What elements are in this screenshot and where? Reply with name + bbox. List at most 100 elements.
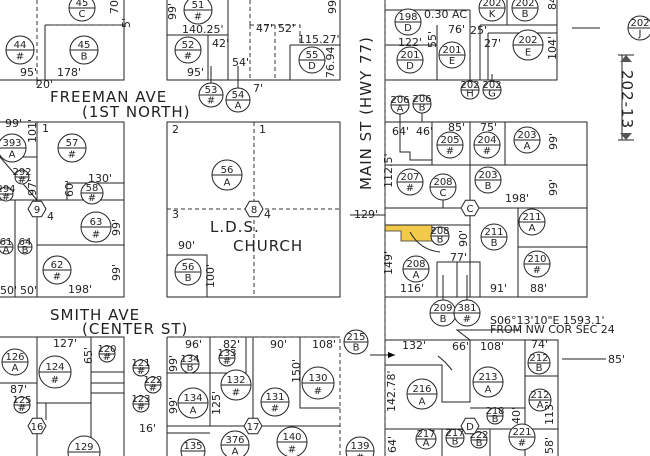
parcel-140[interactable]: 140# <box>276 426 308 456</box>
parcel-54-a[interactable]: 54A <box>225 87 251 113</box>
parcel-221[interactable]: 221# <box>508 423 536 451</box>
parcel-61-a[interactable]: 61A <box>0 237 14 256</box>
parcel-130[interactable]: 130# <box>301 366 335 400</box>
parcel-sub: # <box>463 314 471 325</box>
dimension-label: 27' <box>484 37 501 50</box>
parcel-number: 198 <box>398 12 417 23</box>
parcel-124[interactable]: 124# <box>38 355 72 389</box>
dimension-label: 88' <box>530 282 547 295</box>
dimension-label: 108' <box>312 338 336 351</box>
parcel-207[interactable]: 207# <box>396 168 424 196</box>
parcel-sub: # <box>223 356 231 367</box>
parcel-133[interactable]: 133# <box>217 348 236 367</box>
parcel-63[interactable]: 63# <box>80 211 112 243</box>
parcel-55-d[interactable]: 55D <box>298 46 326 74</box>
acreage-label: 0.30 AC <box>424 8 467 21</box>
parcel-204[interactable]: 204# <box>473 131 501 159</box>
parcel-number: 206 <box>412 94 431 105</box>
parcel-sub: # <box>232 387 240 398</box>
parcel-45-b[interactable]: 45B <box>69 35 99 65</box>
parcel-45-c[interactable]: 45C <box>68 0 96 22</box>
parcel-131[interactable]: 131# <box>260 387 290 417</box>
parcel-125[interactable]: 125# <box>12 395 31 414</box>
parcel-sub: B <box>491 238 498 249</box>
parcel-53[interactable]: 53# <box>198 82 224 108</box>
parcel-120[interactable]: 120# <box>97 344 116 363</box>
parcel-56-b[interactable]: 56B <box>174 258 202 286</box>
parcel-294[interactable]: 294# <box>0 184 16 203</box>
street-freeman-alt: (1ST NORTH) <box>82 103 191 121</box>
parcel-44[interactable]: 44# <box>5 35 35 65</box>
highlighted-parcel[interactable] <box>384 224 433 242</box>
parcel-62[interactable]: 62# <box>42 255 72 285</box>
parcel-sub: # <box>137 402 145 413</box>
parcel-205[interactable]: 205# <box>436 131 464 159</box>
parcel-sub: # <box>483 146 491 157</box>
parcel-57[interactable]: 57# <box>57 133 87 163</box>
parcel-sub: C <box>79 9 86 20</box>
parcel-58[interactable]: 58# <box>80 181 104 205</box>
dimension-label: 55' <box>426 31 439 48</box>
parcel-number: 381 <box>457 303 476 314</box>
parcel-123[interactable]: 123# <box>131 394 150 413</box>
parcel-sub: B <box>476 438 483 449</box>
parcel-381[interactable]: 381# <box>453 299 481 327</box>
street-smith-alt: (CENTER ST) <box>82 320 188 338</box>
parcel-number: 58 <box>86 183 99 194</box>
parcel-122[interactable]: 122# <box>143 375 162 394</box>
parcel-sub: B <box>536 363 543 374</box>
parcel-121[interactable]: 121# <box>131 358 150 377</box>
parcel-52[interactable]: 52# <box>174 36 202 64</box>
parcel-64-b[interactable]: 64B <box>17 237 33 256</box>
parcel-139[interactable]: 139# <box>345 436 375 456</box>
parcel-51[interactable]: 51# <box>183 0 213 25</box>
parcel-129[interactable]: 129 <box>67 435 101 456</box>
parcel-132[interactable]: 132# <box>220 369 252 401</box>
corner-marker-label: 9 <box>34 205 40 216</box>
parcel-number: 218 <box>485 406 504 417</box>
parcel-292[interactable]: 292# <box>12 167 31 186</box>
hexagon-marker-icon <box>243 417 263 435</box>
parcel-56-a[interactable]: 56A <box>211 159 243 191</box>
parcel-135[interactable]: 135 <box>180 438 206 456</box>
parcel-210[interactable]: 210# <box>523 250 551 278</box>
parcel-sub: B <box>452 437 459 448</box>
parcel-number: 222 <box>469 430 488 441</box>
parcel-number: 51 <box>192 0 205 11</box>
dimension-label: 3 <box>172 208 179 221</box>
